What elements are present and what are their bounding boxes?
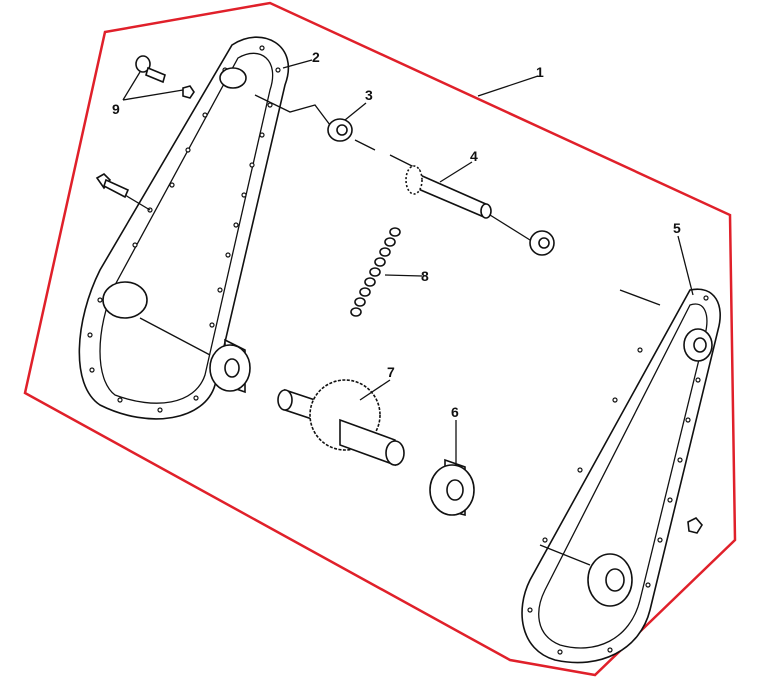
callout-5: 5 xyxy=(673,220,681,236)
bearing-upper xyxy=(327,118,353,142)
upper-sprocket-shaft xyxy=(405,165,492,219)
chain xyxy=(350,227,401,317)
callout-6: 6 xyxy=(451,404,459,420)
bearing-upper-right xyxy=(529,230,555,256)
callout-3: 3 xyxy=(365,87,373,103)
assembly-axis-lines xyxy=(124,94,661,566)
callout-8: 8 xyxy=(421,268,429,284)
callout-9: 9 xyxy=(112,101,120,117)
screw-and-nut xyxy=(95,55,703,534)
assembly-boundary xyxy=(23,1,737,677)
callout-4: 4 xyxy=(470,148,478,164)
callout-7: 7 xyxy=(387,364,395,380)
right-gasket xyxy=(521,288,721,664)
leader-lines xyxy=(122,59,694,465)
callout-2: 2 xyxy=(312,49,320,65)
bearing-lower xyxy=(429,458,475,517)
callout-1: 1 xyxy=(536,64,544,80)
left-gasket xyxy=(78,36,290,420)
lower-sprocket-shaft xyxy=(277,379,405,467)
bearing-left xyxy=(209,338,251,394)
